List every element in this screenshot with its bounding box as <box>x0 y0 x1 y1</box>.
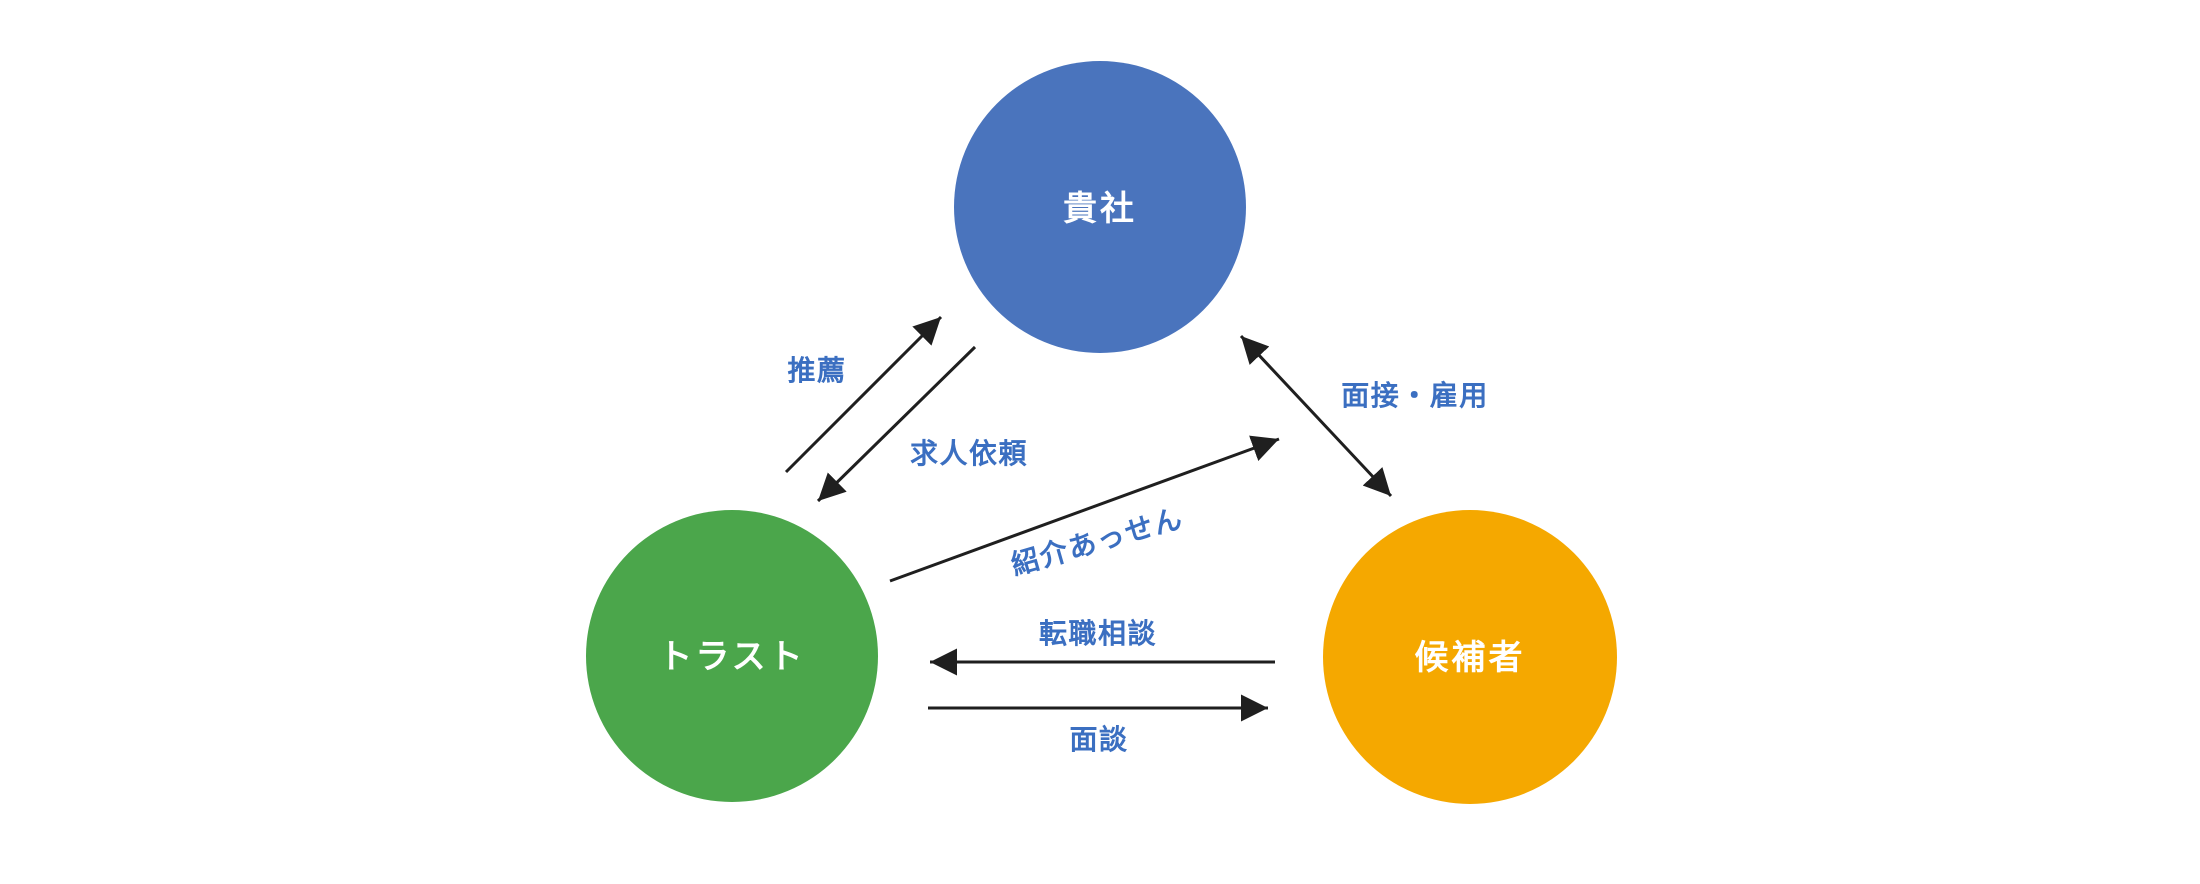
edge-mensetsu-koyo-label: 面接・雇用 <box>1341 379 1489 411</box>
edge-mensetsu-koyo-arrow <box>1239 334 1393 498</box>
edge-kyujin-irai-arrow <box>816 345 977 503</box>
trust-node-label: トラスト <box>658 638 805 676</box>
trust-node <box>586 510 878 802</box>
edge-shokai-assen-arrow <box>889 435 1280 583</box>
edge-tenshoku-sodan-label: 転職相談 <box>1039 617 1157 649</box>
edge-kyujin-irai-label: 求人依頼 <box>910 438 1028 469</box>
edge-suisen-label: 推薦 <box>787 355 846 386</box>
company-node-label: 貴社 <box>1063 190 1137 228</box>
candidate-node <box>1323 510 1617 804</box>
candidate-node-label: 候補者 <box>1415 639 1526 677</box>
edge-suisen-arrow <box>784 315 943 474</box>
company-node <box>954 61 1246 353</box>
edge-shokai-assen-label: 紹介あっせん <box>1008 501 1187 581</box>
edge-mendan-label: 面談 <box>1069 723 1128 755</box>
